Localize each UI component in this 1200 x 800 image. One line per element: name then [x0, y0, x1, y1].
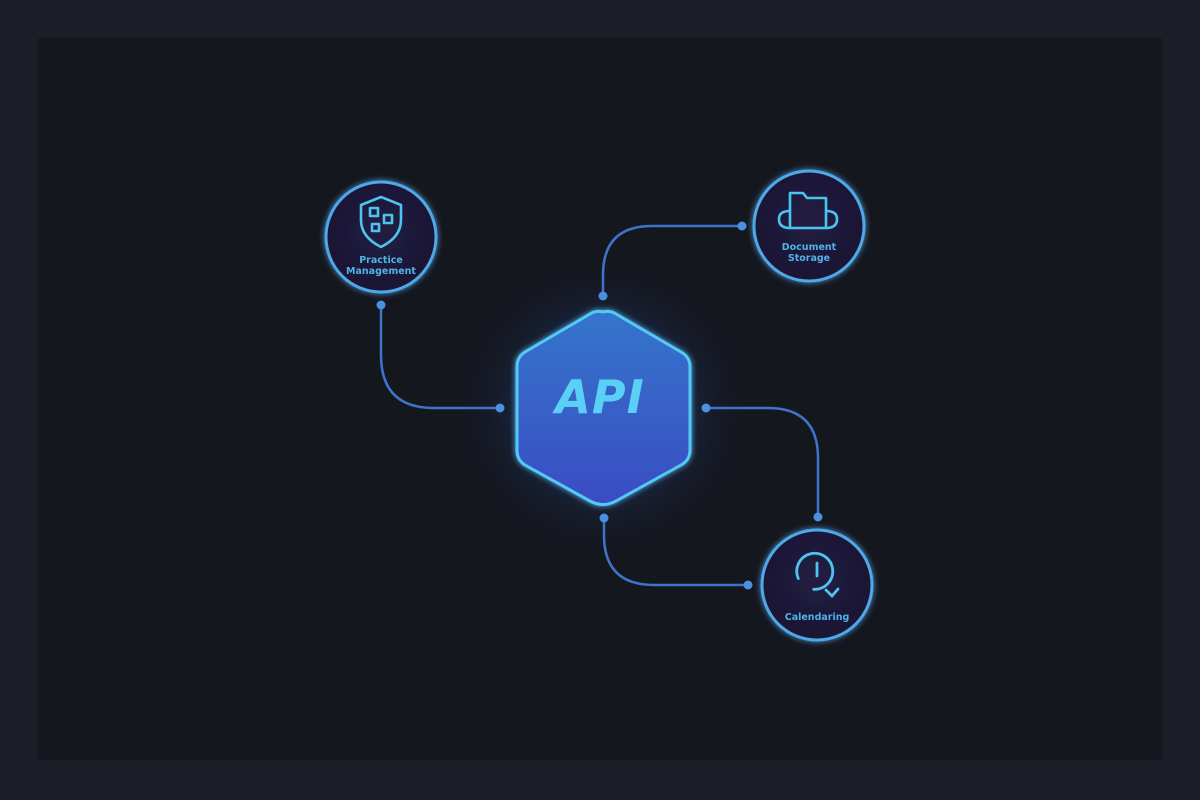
api-hub[interactable] — [515, 309, 692, 506]
connector-dot — [743, 580, 753, 590]
calendaring-label: Calendaring — [767, 612, 867, 623]
connector-dot — [376, 300, 386, 310]
connector-dot — [599, 513, 609, 523]
connector-calendaring-right — [704, 406, 820, 519]
label-line: Management — [346, 266, 416, 277]
label-line: Practice — [359, 255, 403, 266]
shield-icon — [359, 195, 403, 249]
connector-calendaring-bottom — [602, 516, 750, 587]
label-line: Calendaring — [784, 612, 850, 623]
practice-management-label: Practice Management — [331, 255, 431, 277]
node-calendaring[interactable] — [760, 528, 874, 642]
connector-dot — [598, 291, 608, 301]
document-storage-label: Document Storage — [759, 242, 859, 264]
clock-refresh-icon — [795, 551, 840, 599]
node-practice-management[interactable] — [324, 180, 438, 294]
connector-dot — [737, 221, 747, 231]
folder-cloud-icon — [777, 191, 839, 230]
connector-document-storage — [601, 224, 744, 298]
label-line: Document — [781, 242, 837, 253]
connector-dot — [701, 403, 711, 413]
connector-dot — [495, 403, 505, 413]
node-document-storage[interactable] — [752, 169, 866, 283]
label-line: Storage — [787, 253, 831, 264]
connector-practice-management — [379, 303, 502, 410]
connector-dot — [813, 512, 823, 522]
api-hub-label: API — [555, 370, 645, 424]
